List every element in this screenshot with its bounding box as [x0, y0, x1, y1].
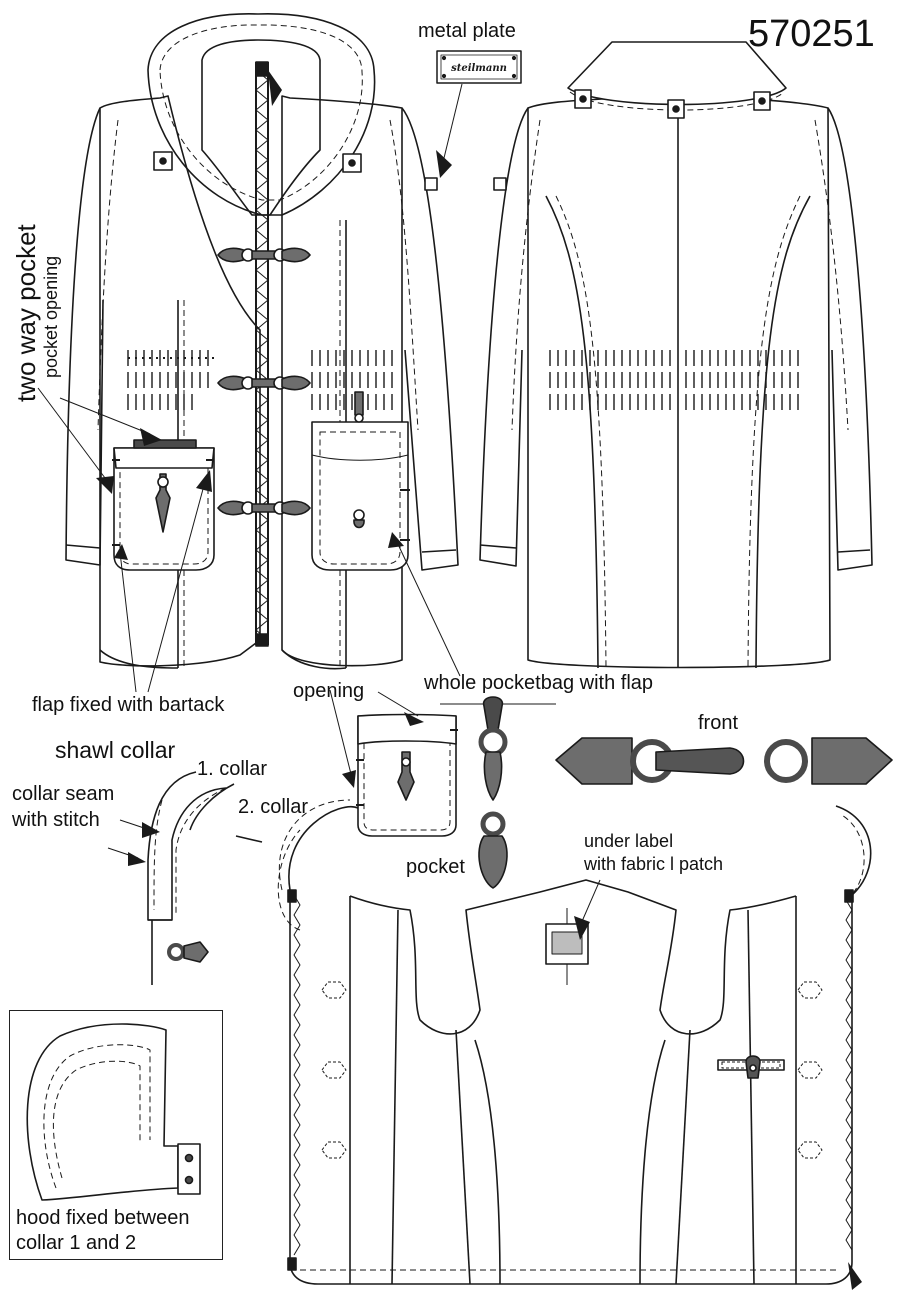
- back-stitch-columns: [549, 350, 799, 410]
- under-label-line2: with fabric l patch: [584, 854, 724, 874]
- collar-1-label: 1. collar: [197, 758, 268, 780]
- lining-view: [277, 799, 872, 1290]
- pocket-label: pocket: [406, 856, 465, 878]
- style-number: 570251: [748, 13, 875, 55]
- pocket-toggle-detail: [478, 696, 508, 889]
- front-zipper: [255, 61, 282, 647]
- shawl-collar-label: shawl collar: [55, 737, 176, 763]
- hood-detail-box: [9, 1010, 223, 1260]
- front-view-jacket: [65, 13, 459, 670]
- opening-label: opening: [293, 680, 365, 702]
- pocket-annotation-leaders: [37, 387, 461, 693]
- front-toggle-detail: [555, 737, 893, 785]
- plate-brand: steilmann: [451, 63, 507, 74]
- hood-label-line1: hood fixed between: [16, 1207, 190, 1229]
- hood-detail-drawing: [26, 1023, 201, 1201]
- metal-plate-detail: [436, 50, 522, 178]
- shawl-collar-detail: [107, 771, 263, 985]
- front-stitch-columns: [127, 350, 393, 410]
- collar-seam-label-line2: with stitch: [12, 809, 100, 831]
- right-pocketbag: [311, 391, 410, 571]
- whole-pocketbag-label: whole pocketbag with flap: [424, 672, 654, 694]
- pocket-flap-detail: [329, 689, 556, 837]
- front-toggle-closures: [217, 247, 311, 516]
- hood-label-line2: collar 1 and 2: [16, 1232, 137, 1254]
- collar-seam-label-line1: collar seam: [12, 783, 115, 805]
- under-label-line1: under label: [584, 831, 674, 851]
- flap-fixed-bartack-label: flap fixed with bartack: [32, 694, 225, 716]
- metal-plate-label: metal plate: [418, 20, 516, 42]
- front-waist-stitching: [128, 357, 215, 359]
- back-view-jacket: [479, 41, 873, 669]
- collar-2-label: 2. collar: [238, 796, 309, 818]
- front-label: front: [698, 712, 739, 734]
